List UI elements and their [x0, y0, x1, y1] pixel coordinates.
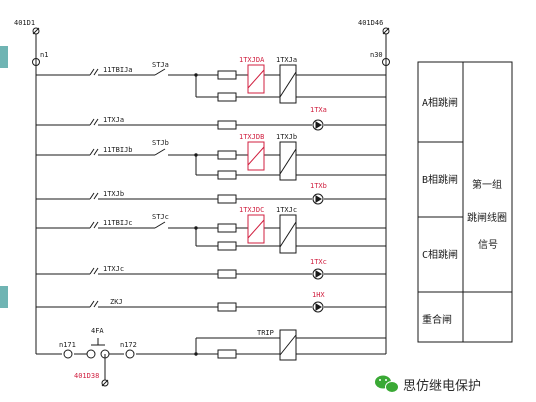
coil-1txjdc-symbol: [247, 214, 265, 244]
row-5-wiring: [36, 221, 386, 247]
label-4fa: 4FA: [91, 327, 104, 335]
table-row-a-phase: A相跳闸: [422, 96, 458, 109]
label-row7-contact: ZKJ: [110, 298, 123, 306]
label-row5-contact: 11TBIJc: [103, 219, 133, 227]
label-row4-contact: 1TXJb: [103, 190, 124, 198]
fuse-terminal-left: [86, 349, 96, 359]
node-n30-mark: [382, 58, 390, 66]
terminal-block-2: [217, 120, 237, 130]
wechat-icon: [375, 375, 399, 393]
label-row2-contact: 1TXJa: [103, 116, 124, 124]
terminal-block-6: [217, 269, 237, 279]
row-2-wiring: [36, 118, 386, 126]
coil-1txjdb-symbol: [247, 141, 265, 171]
table-row-b-phase: B相跳闸: [422, 173, 458, 186]
terminal-block-3b: [217, 170, 237, 180]
terminal-block-5b: [217, 241, 237, 251]
terminal-block-7: [217, 302, 237, 312]
lamp-1txc-symbol: [312, 268, 324, 280]
label-row6-lamp: 1TXc: [310, 258, 327, 266]
terminal-block-8: [217, 349, 237, 359]
label-n172: n172: [120, 341, 137, 349]
row-7-wiring: [36, 300, 386, 308]
lamp-1txb-symbol: [312, 193, 324, 205]
label-row3-contact: 11TBIJb: [103, 146, 133, 154]
relay-1txjb-symbol: [279, 141, 297, 181]
terminal-block-4: [217, 194, 237, 204]
terminal-block-5a: [217, 223, 237, 233]
node-n171-mark: [63, 349, 73, 359]
fuse-terminal-right: [100, 349, 110, 359]
terminal-block-1a: [217, 70, 237, 80]
table-side-line-1: 第一组: [472, 178, 502, 191]
label-401d46: 401D46: [358, 19, 383, 27]
label-row1-relay: 1TXJa: [276, 56, 297, 64]
label-n30: n30: [370, 51, 383, 59]
coil-1txjda-symbol: [247, 64, 265, 94]
signal-table: [417, 61, 513, 343]
label-n1: n1: [40, 51, 48, 59]
label-row5-coil: 1TXJDC: [239, 206, 264, 214]
label-row5-relay: 1TXJc: [276, 206, 297, 214]
label-401d1: 401D1: [14, 19, 35, 27]
label-row2-lamp: 1TXa: [310, 106, 327, 114]
terminal-block-3a: [217, 150, 237, 160]
watermark-text: 思仿继电保护: [403, 379, 481, 394]
row-4-wiring: [36, 192, 386, 200]
table-row-reclose: 重合闸: [422, 313, 452, 326]
lamp-1txa-symbol: [312, 119, 324, 131]
trip-coil-symbol: [279, 329, 297, 361]
node-n1-mark: [32, 58, 40, 66]
terminal-block-1b: [217, 92, 237, 102]
left-accent-bar-bottom: [0, 286, 8, 308]
label-row1-coil: 1TXJDA: [239, 56, 265, 64]
trip-branch-wiring: [35, 320, 387, 380]
lamp-1hx-symbol: [312, 301, 324, 313]
table-side-line-3: 信号: [478, 239, 498, 251]
node-n172-mark: [125, 349, 135, 359]
relay-1txjc-symbol: [279, 214, 297, 254]
label-401d38: 401D38: [74, 372, 99, 380]
table-row-c-phase: C相跳闸: [422, 248, 458, 261]
bottom-terminal: [101, 379, 109, 387]
label-row7-lamp: 1HX: [312, 291, 325, 299]
row-1-wiring: [36, 68, 386, 98]
left-terminal-top: [32, 27, 40, 35]
table-side-line-2: 跳闸线圈: [467, 211, 507, 224]
label-n171: n171: [59, 341, 76, 349]
row-6-wiring: [36, 267, 386, 275]
label-row5-series: STJc: [152, 213, 169, 221]
label-row3-coil: 1TXJDB: [239, 133, 264, 141]
label-row3-series: STJb: [152, 139, 169, 147]
row-3-wiring: [36, 148, 386, 176]
label-row6-contact: 1TXJc: [103, 265, 124, 273]
right-terminal-top: [382, 27, 390, 35]
relay-1txja-symbol: [279, 64, 297, 104]
label-row1-series: STJa: [152, 61, 169, 69]
label-row3-relay: 1TXJb: [276, 133, 297, 141]
label-trip: TRIP: [257, 329, 274, 337]
label-row4-lamp: 1TXb: [310, 182, 327, 190]
label-row1-contact: 11TBIJa: [103, 66, 133, 74]
left-accent-bar-top: [0, 46, 8, 68]
